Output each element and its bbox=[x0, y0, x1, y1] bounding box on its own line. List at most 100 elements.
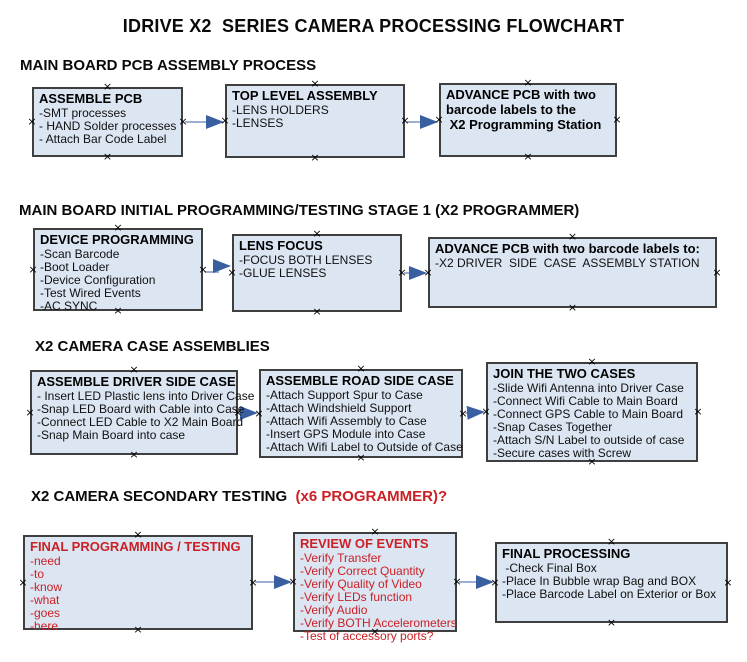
box-title: REVIEW OF EVENTS bbox=[300, 536, 429, 551]
box-item: -Scan Barcode bbox=[40, 247, 120, 261]
section-heading: MAIN BOARD INITIAL PROGRAMMING/TESTING S… bbox=[19, 202, 579, 219]
section-heading-text: X2 CAMERA SECONDARY TESTING bbox=[31, 488, 296, 505]
connection-handle-icon: × bbox=[523, 76, 533, 89]
connection-handle-icon: × bbox=[28, 262, 38, 276]
section-heading: X2 CAMERA SECONDARY TESTING (x6 PROGRAMM… bbox=[31, 488, 447, 505]
box-title-line: X2 Programming Station bbox=[446, 117, 602, 132]
box-item: -X2 DRIVER SIDE CASE ASSEMBLY STATION bbox=[435, 256, 700, 270]
box-item: - Insert LED Plastic lens into Driver Ca… bbox=[37, 389, 255, 403]
flow-box: ASSEMBLE ROAD SIDE CASE-Attach Support S… bbox=[254, 363, 467, 463]
connection-handle-icon: × bbox=[27, 115, 37, 128]
connection-handle-icon: × bbox=[312, 227, 322, 240]
box-item: -Snap Cases Together bbox=[493, 420, 613, 434]
connection-handle-icon: × bbox=[227, 266, 237, 279]
connection-handle-icon: × bbox=[102, 150, 113, 163]
box-item: -Device Configuration bbox=[40, 273, 156, 287]
connection-handle-icon: × bbox=[220, 114, 230, 127]
box-title-line: ADVANCE PCB with two bbox=[446, 87, 596, 102]
box-item: -Snap Main Board into case bbox=[37, 428, 186, 442]
section-heading-suffix: (x6 PROGRAMMER)? bbox=[295, 488, 448, 505]
box-item: -Attach Support Spur to Case bbox=[266, 388, 423, 402]
connection-handle-icon: × bbox=[567, 230, 578, 243]
connection-handle-icon: × bbox=[567, 301, 578, 314]
flow-box: DEVICE PROGRAMMING-Scan Barcode-Boot Loa… bbox=[28, 222, 207, 316]
box-item: -Snap LED Board with Cable into Case bbox=[37, 402, 245, 416]
box-item: -Boot Loader bbox=[40, 260, 110, 274]
connection-handle-icon: × bbox=[712, 265, 722, 279]
connection-handle-icon: × bbox=[723, 575, 733, 589]
connection-handle-icon: × bbox=[25, 405, 35, 419]
connection-handle-icon: × bbox=[434, 113, 444, 126]
flow-box: FINAL PROCESSING -Check Final Box-Place … bbox=[490, 536, 732, 628]
flow-box: TOP LEVEL ASSEMBLY-LENS HOLDERS-LENSES××… bbox=[220, 78, 409, 163]
box-title: FINAL PROGRAMMING / TESTING bbox=[30, 539, 241, 554]
box-item: -Attach S/N Label to outside of case bbox=[493, 433, 685, 447]
connection-handle-icon: × bbox=[606, 616, 617, 629]
box-item: -Check Final Box bbox=[502, 561, 597, 575]
box-item: -Verify Transfer bbox=[300, 551, 382, 565]
section-heading-text: MAIN BOARD INITIAL PROGRAMMING/TESTING S… bbox=[19, 202, 580, 219]
box-item: -Slide Wifi Antenna into Driver Case bbox=[493, 381, 684, 395]
connection-handle-icon: × bbox=[102, 80, 113, 93]
section-heading-text: X2 CAMERA CASE ASSEMBLIES bbox=[35, 338, 270, 355]
box-title: DEVICE PROGRAMMING bbox=[40, 232, 194, 247]
section-heading: MAIN BOARD PCB ASSEMBLY PROCESS bbox=[20, 57, 316, 74]
connection-handle-icon: × bbox=[254, 406, 264, 420]
connection-handle-icon: × bbox=[129, 448, 139, 461]
box-item: - HAND Solder processes bbox=[39, 119, 177, 133]
connection-handle-icon: × bbox=[458, 406, 468, 420]
box-item: -Verify Correct Quantity bbox=[300, 564, 425, 578]
box-item: -Insert GPS Module into Case bbox=[266, 427, 426, 441]
box-item: -Attach Windshield Support bbox=[266, 401, 412, 415]
box-item: -Secure cases with Screw bbox=[493, 446, 632, 460]
page-title: IDRIVE X2 SERIES CAMERA PROCESSING FLOWC… bbox=[122, 16, 625, 36]
box-item: -AC SYNC bbox=[40, 299, 98, 313]
connection-handle-icon: × bbox=[587, 355, 597, 368]
connection-handle-icon: × bbox=[481, 405, 491, 418]
box-title: LENS FOCUS bbox=[239, 238, 323, 253]
section-heading-text: MAIN BOARD PCB ASSEMBLY PROCESS bbox=[20, 57, 317, 74]
connection-handle-icon: × bbox=[356, 451, 366, 464]
connection-handle-icon: × bbox=[288, 575, 298, 588]
connection-handle-icon: × bbox=[133, 528, 143, 541]
connection-handle-icon: × bbox=[312, 305, 322, 318]
box-item: - Attach Bar Code Label bbox=[39, 132, 167, 146]
flow-box: REVIEW OF EVENTS-Verify Transfer-Verify … bbox=[288, 526, 461, 643]
connection-handle-icon: × bbox=[248, 575, 258, 589]
connection-handle-icon: × bbox=[400, 114, 410, 127]
box-item: -Verify BOTH Accelerometers bbox=[300, 616, 457, 630]
box-item: -know bbox=[30, 580, 63, 594]
box-title: ASSEMBLE ROAD SIDE CASE bbox=[266, 373, 454, 388]
flow-box: JOIN THE TWO CASES-Slide Wifi Antenna in… bbox=[481, 356, 702, 467]
box-title: ASSEMBLE DRIVER SIDE CASE bbox=[37, 374, 236, 389]
connection-handle-icon: × bbox=[113, 221, 123, 234]
connector-arrow bbox=[464, 405, 485, 420]
connection-handle-icon: × bbox=[490, 575, 500, 589]
connection-handle-icon: × bbox=[356, 362, 366, 375]
connection-handle-icon: × bbox=[370, 525, 380, 538]
connection-handle-icon: × bbox=[18, 575, 28, 589]
box-item: -here bbox=[30, 619, 59, 633]
box-item: -to bbox=[30, 567, 45, 581]
box-item: -Test Wired Events bbox=[40, 286, 141, 300]
section-heading: X2 CAMERA CASE ASSEMBLIES bbox=[35, 338, 270, 355]
connection-handle-icon: × bbox=[452, 575, 462, 588]
box-item: -Place Barcode Label on Exterior or Box bbox=[502, 587, 717, 601]
connection-handle-icon: × bbox=[178, 115, 188, 128]
connection-handle-icon: × bbox=[606, 535, 617, 548]
box-item: -need bbox=[30, 554, 61, 568]
box-item: -Place In Bubble wrap Bag and BOX bbox=[502, 574, 697, 588]
connection-handle-icon: × bbox=[198, 262, 208, 276]
flow-box: ASSEMBLE DRIVER SIDE CASE- Insert LED Pl… bbox=[25, 364, 255, 460]
box-title: TOP LEVEL ASSEMBLY bbox=[232, 88, 378, 103]
box-title-line: barcode labels to the bbox=[446, 102, 577, 117]
box-item: -Attach Wifi Label to Outside of Case bbox=[266, 440, 463, 454]
box-item: -goes bbox=[30, 606, 61, 620]
flow-box: ADVANCE PCB with two barcode labels to:-… bbox=[423, 231, 721, 313]
connection-handle-icon: × bbox=[523, 150, 533, 163]
box-item: -Connect LED Cable to X2 Main Board bbox=[37, 415, 244, 429]
connection-handle-icon: × bbox=[397, 266, 407, 279]
box-item: -SMT processes bbox=[39, 106, 127, 120]
